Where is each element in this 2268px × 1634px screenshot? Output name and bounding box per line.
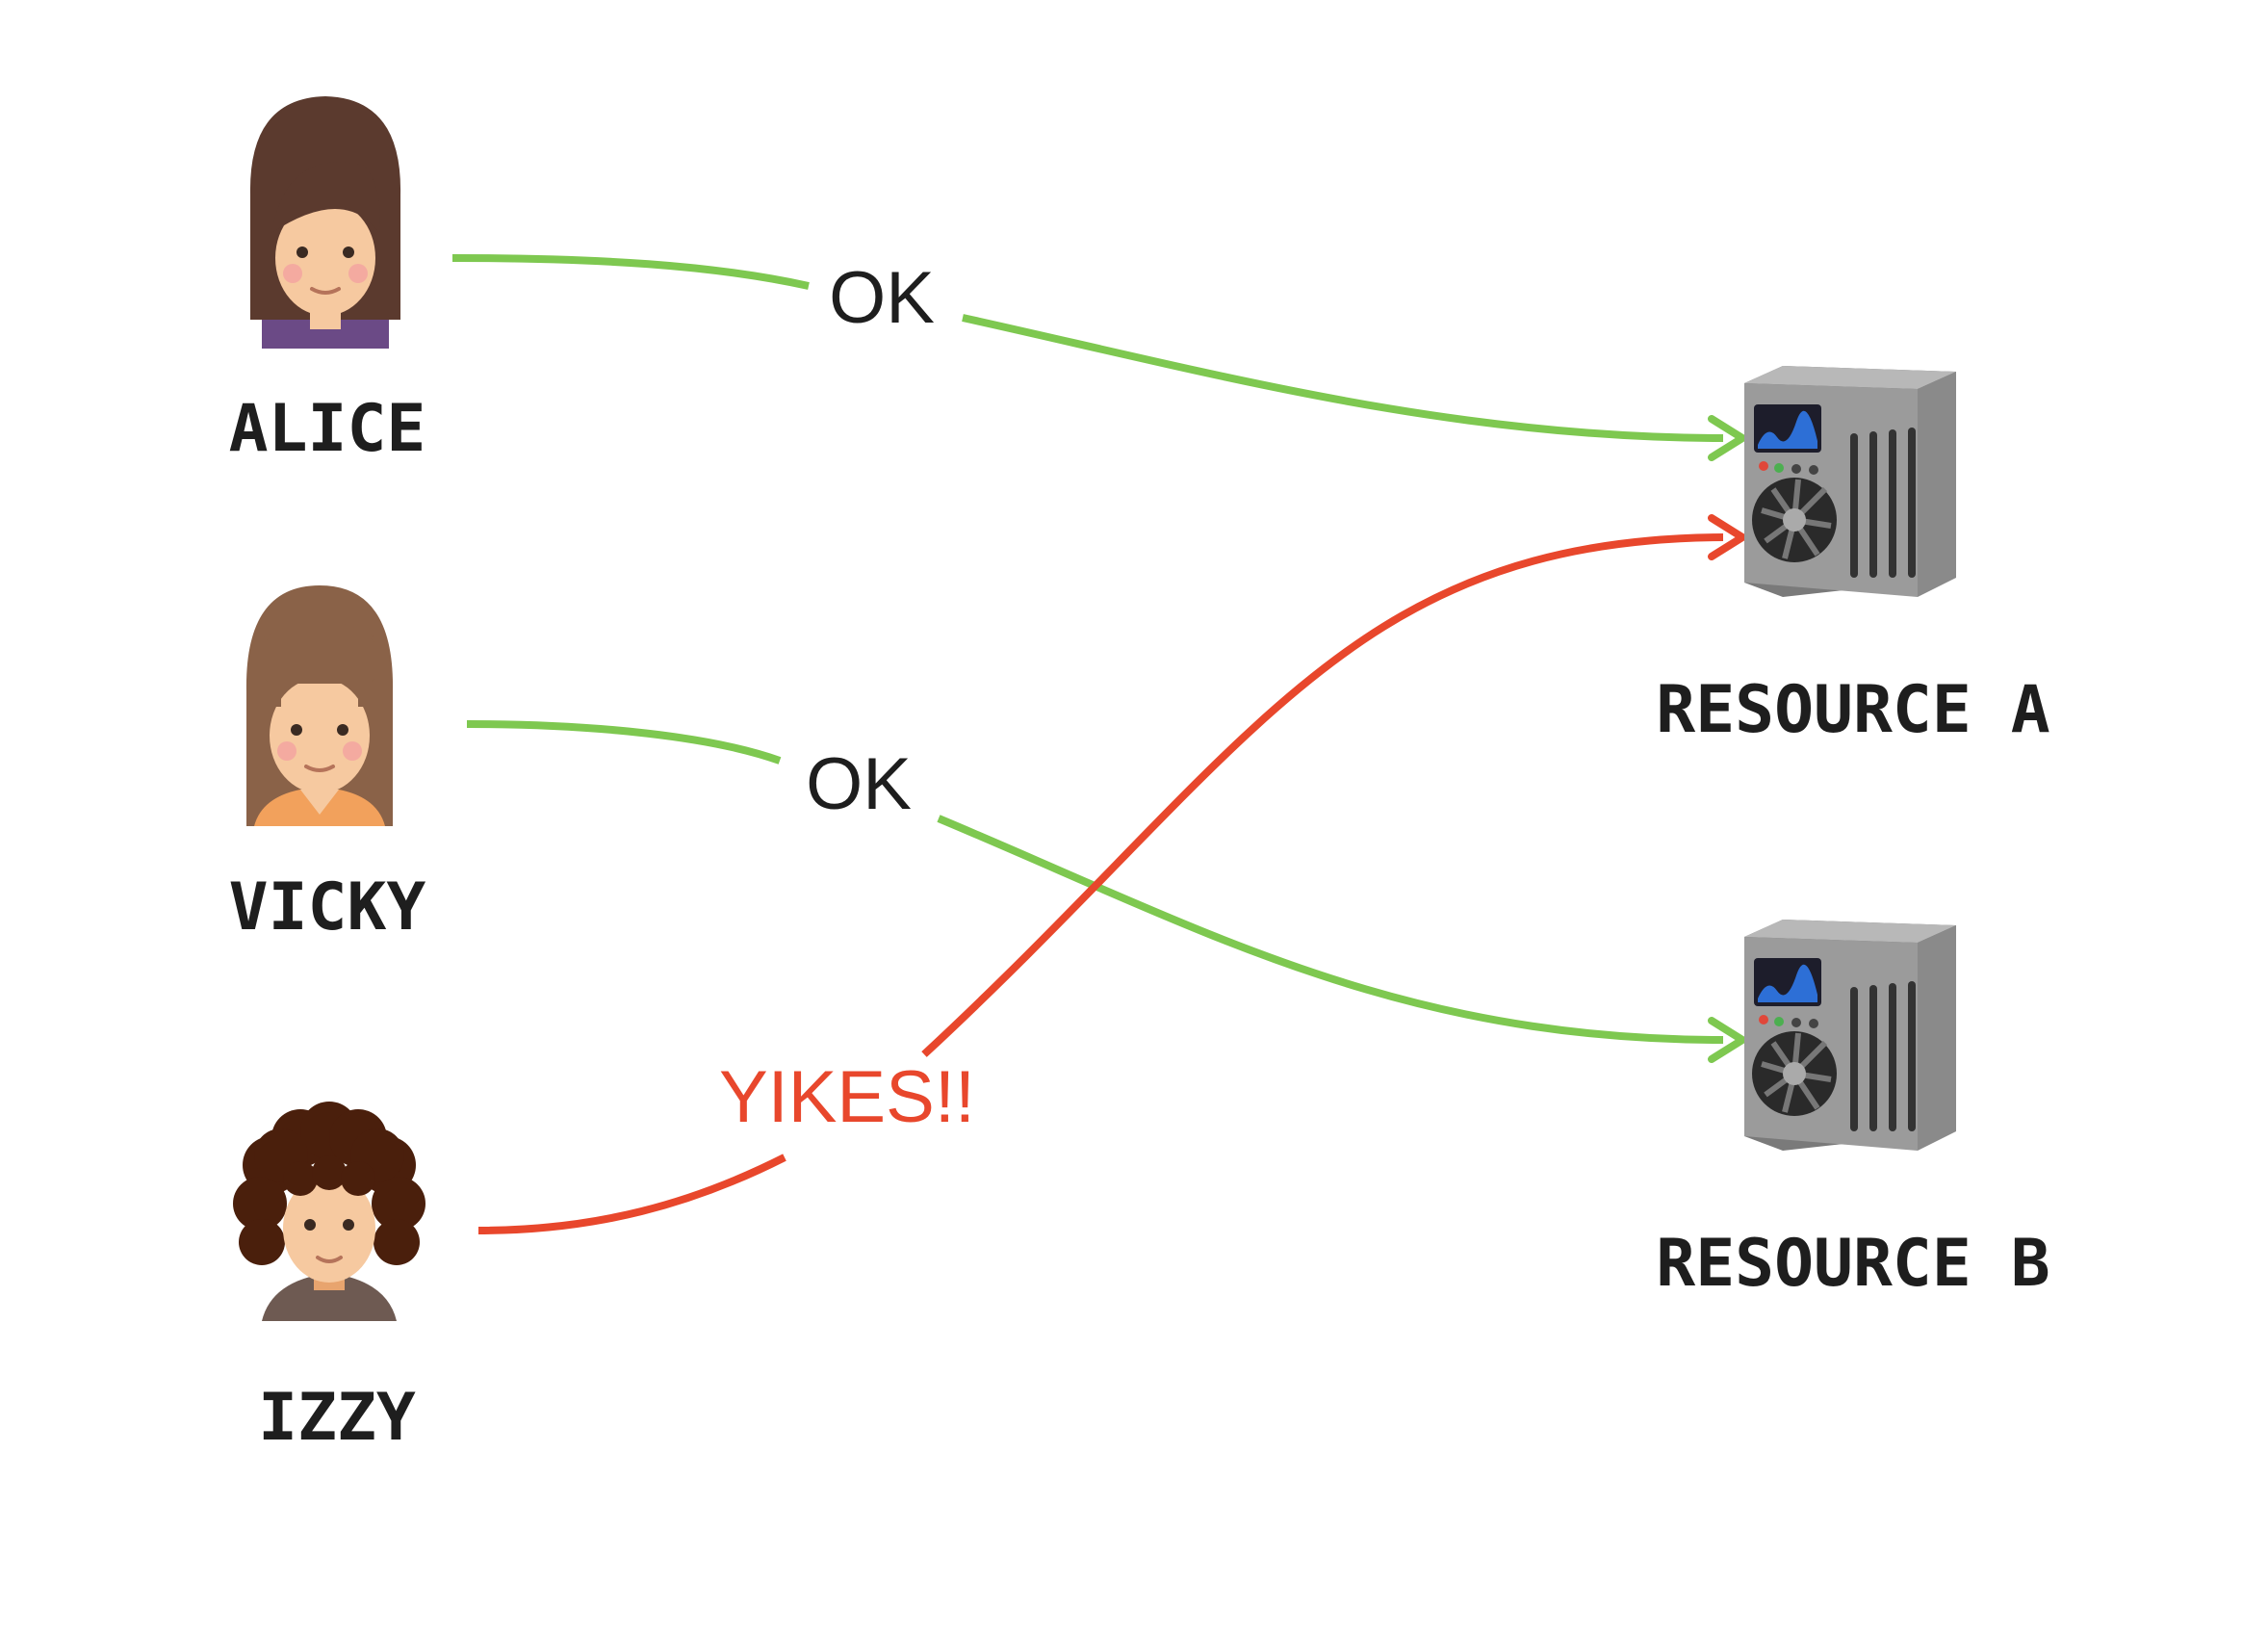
connection-alice-resource-a [451,254,1746,461]
server-icon [1744,366,1956,597]
user-label-vicky: VICKY [229,869,426,946]
edge-label-alice-resource-a: OK [829,257,935,339]
edge-label-izzy-resource-a: YIKES!! [719,1056,975,1138]
resource-label-a: RESOURCE A [1656,672,2049,748]
edge-label-vicky-resource-b: OK [806,743,912,825]
resource-b: RESOURCE B [1656,920,2050,1302]
user-alice: ALICE [229,96,426,467]
resource-a: RESOURCE A [1656,366,2050,748]
connection-izzy-resource-a [477,514,1746,1234]
resource-label-b: RESOURCE B [1656,1226,2049,1302]
woman-bangs-avatar-icon [245,585,394,826]
connection-vicky-resource-b [466,720,1746,1063]
user-vicky: VICKY [229,585,426,946]
curly-hair-avatar-icon [233,1102,425,1321]
woman-avatar-icon [249,96,401,349]
user-label-alice: ALICE [229,391,426,467]
server-icon [1744,920,1956,1151]
user-izzy: IZZY [233,1102,425,1456]
user-label-izzy: IZZY [258,1380,416,1456]
